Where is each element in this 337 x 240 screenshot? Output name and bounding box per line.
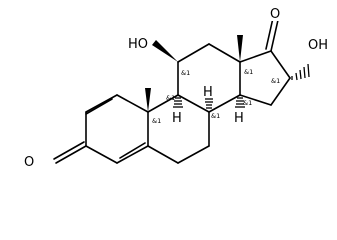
molecule-structure: O O HO OH H H H &1 &1 &1 &1 &1 &1 &1	[24, 7, 329, 170]
hash-h-c9	[173, 97, 183, 108]
hash-h-c8	[205, 98, 213, 109]
stereo-c11: &1	[181, 69, 190, 77]
atom-h-c14: H	[234, 111, 244, 126]
bond-c10-c1	[116, 94, 149, 113]
hash-oh-c16	[291, 63, 310, 81]
bond-c5-c6	[147, 145, 179, 164]
bond-c3-c4	[85, 145, 118, 164]
atom-o-ketone-c17: O	[270, 7, 280, 22]
atom-h-c8: H	[203, 85, 213, 100]
bond-c14-c8	[208, 94, 241, 113]
wedge-methyl-c13	[237, 35, 243, 62]
bond-c3-o-double	[53, 141, 85, 160]
wedge-methyl-c10	[145, 88, 151, 112]
stereo-c16: &1	[271, 77, 280, 85]
bond-c17-o-double	[265, 17, 274, 50]
bond-c8-c9	[177, 94, 210, 113]
bond-c17-c16	[270, 50, 291, 79]
bond-c1-c2-double	[85, 98, 113, 115]
bond-c6-c7	[177, 145, 210, 164]
bond-c4-c5-double	[119, 142, 146, 159]
stereo-c13: &1	[244, 68, 253, 76]
bond-c3-o	[55, 145, 87, 164]
bond-c1-c2	[85, 94, 118, 113]
bond-c11-c12	[177, 43, 210, 63]
atom-oh-c11: HO	[128, 37, 148, 52]
wedge-oh-c11	[152, 40, 178, 62]
stereo-c10: &1	[152, 117, 161, 125]
bond-c9-c10	[147, 94, 179, 113]
atom-o-ketone-ring-a: O	[24, 155, 34, 170]
bond-c16-c15	[270, 77, 291, 106]
stereo-c9: &1	[166, 94, 175, 102]
stereo-c8: &1	[211, 112, 220, 120]
atom-h-c9: H	[172, 111, 182, 126]
bond-c17-o	[270, 19, 279, 52]
bond-c15-c14	[239, 94, 272, 106]
atom-oh-c16: OH	[308, 38, 328, 53]
bond-c12-c13	[208, 43, 241, 63]
bond-c13-c17	[239, 50, 272, 63]
stereo-c14: &1	[243, 99, 252, 107]
hash-h-c14	[235, 97, 245, 108]
bond-c4-c5	[116, 145, 149, 164]
